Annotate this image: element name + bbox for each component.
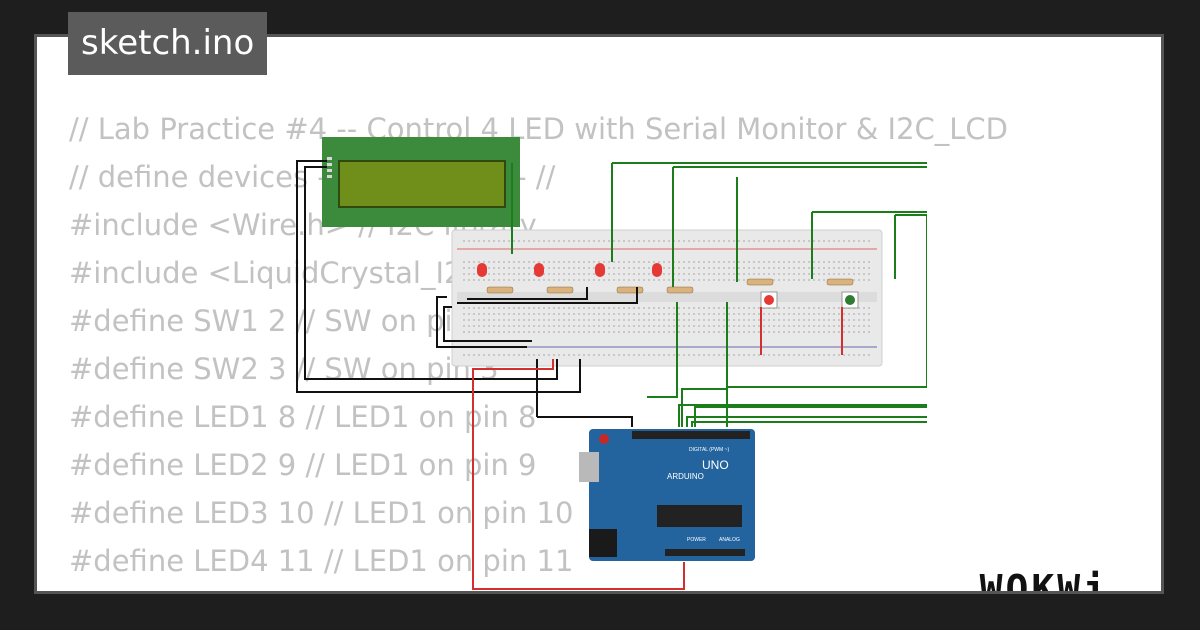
file-name-tab[interactable]: sketch.ino <box>68 12 268 75</box>
wires-black <box>296 160 638 427</box>
arduino-power-label: POWER <box>687 537 706 543</box>
code-preview: // Lab Practice #4 -- Control 4 LED with… <box>69 105 1009 591</box>
led-1 <box>477 263 487 277</box>
pushbutton-red <box>760 291 778 309</box>
led-3 <box>595 263 605 277</box>
wires-green <box>511 162 927 427</box>
code-line: #define LED4 11 // LED1 on pin 11 <box>69 544 574 578</box>
arduino-digital-label: DIGITAL (PWM ~) <box>689 447 729 453</box>
circuit-diagram: ARDUINO UNO DIGITAL (PWM ~) POWER ANALOG <box>296 137 927 590</box>
arduino-analog-label: ANALOG <box>719 537 740 543</box>
arduino-uno: ARDUINO UNO DIGITAL (PWM ~) POWER ANALOG <box>579 429 755 561</box>
code-card: // Lab Practice #4 -- Control 4 LED with… <box>34 34 1164 594</box>
wires-red <box>472 307 843 590</box>
led-4 <box>652 263 662 277</box>
arduino-board <box>589 429 755 561</box>
arduino-model-label: UNO <box>702 458 729 472</box>
arduino-brand-label: ARDUINO <box>667 472 704 481</box>
pushbutton-green <box>841 291 859 309</box>
lcd-screen <box>338 160 506 208</box>
code-line: #define LED2 9 // LED1 on pin 9 <box>69 448 537 482</box>
led-2 <box>534 263 544 277</box>
code-line: // Lab Practice #4 -- Control 4 LED with… <box>69 112 1009 146</box>
code-line: #define LED1 8 // LED1 on pin 8 <box>69 400 537 434</box>
lcd-pins <box>327 157 332 178</box>
wokwi-logo: WOKWi <box>979 567 1109 594</box>
code-line: #define LED3 10 // LED1 on pin 10 <box>69 496 574 530</box>
